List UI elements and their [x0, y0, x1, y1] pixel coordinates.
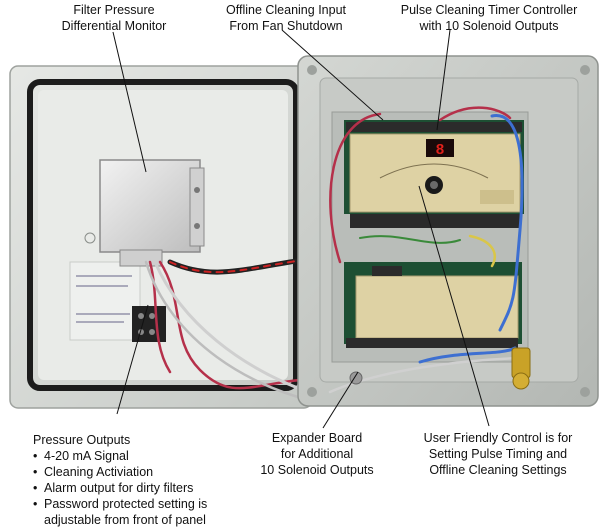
callout-offline-input-line2: From Fan Shutdown: [229, 19, 343, 33]
callout-expander-board-line3: 10 Solenoid Outputs: [260, 463, 374, 477]
pressure-outputs-bullet: 4-20 mA Signal: [33, 448, 248, 464]
box-wiring: [328, 106, 524, 394]
pressure-monitor-box: [99, 159, 205, 267]
callout-offline-input: Offline Cleaning Input From Fan Shutdown: [196, 2, 376, 34]
callout-filter-monitor-line1: Filter Pressure: [73, 3, 155, 17]
door-sticker: [69, 232, 141, 341]
pressure-outputs-title: Pressure Outputs: [33, 433, 131, 447]
callout-expander-board-line1: Expander Board: [271, 431, 363, 445]
callout-expander-board-line2: for Additional: [280, 447, 354, 461]
pressure-outputs-list: 4-20 mA Signal Cleaning Activiation Alar…: [33, 448, 248, 512]
brass-fittings: [349, 347, 531, 390]
callout-pressure-outputs: Pressure Outputs 4-20 mA Signal Cleaning…: [33, 432, 248, 528]
led-display-readout: 8: [435, 142, 444, 159]
terminal-block: [132, 306, 166, 342]
pressure-outputs-bullet: Password protected setting is: [33, 496, 248, 512]
callout-pointers: [112, 29, 490, 429]
callout-expander-board: Expander Board for Additional 10 Solenoi…: [242, 430, 392, 478]
pressure-outputs-continuation: adjustable from front of panel: [44, 513, 206, 527]
callout-user-control: User Friendly Control is for Setting Pul…: [398, 430, 598, 478]
callout-pulse-controller-line2: with 10 Solenoid Outputs: [419, 19, 559, 33]
callout-offline-input-line1: Offline Cleaning Input: [226, 3, 346, 17]
callout-pulse-controller: Pulse Cleaning Timer Controller with 10 …: [378, 2, 600, 34]
pressure-outputs-bullet: Alarm output for dirty filters: [33, 480, 248, 496]
callout-user-control-line3: Offline Cleaning Settings: [429, 463, 567, 477]
pressure-outputs-bullet: Cleaning Activiation: [33, 464, 248, 480]
callout-user-control-line1: User Friendly Control is for: [423, 431, 573, 445]
callout-filter-monitor: Filter Pressure Differential Monitor: [34, 2, 194, 34]
callout-pulse-controller-line1: Pulse Cleaning Timer Controller: [400, 3, 578, 17]
expander-board: [344, 214, 522, 348]
callout-filter-monitor-line2: Differential Monitor: [61, 19, 167, 33]
pulse-controller-board: 8: [344, 120, 524, 214]
callout-user-control-line2: Setting Pulse Timing and: [428, 447, 568, 461]
